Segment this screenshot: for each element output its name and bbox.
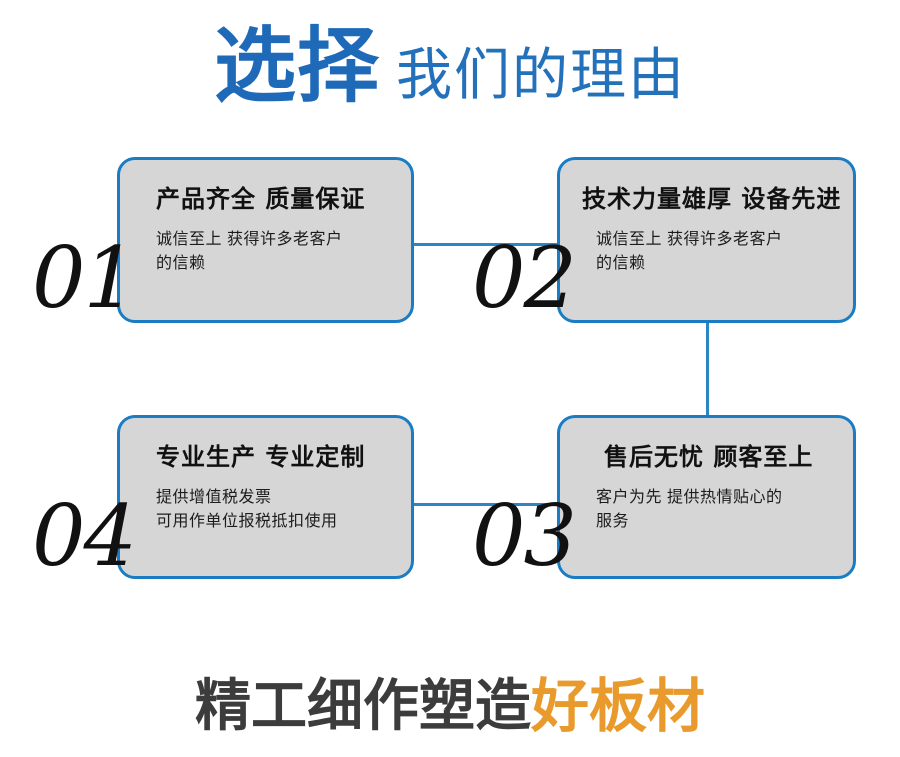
feature-card-03-body: 客户为先 提供热情贴心的 服务 [596,486,837,534]
feature-card-02[interactable]: 技术力量雄厚 设备先进 诚信至上 获得许多老客户 的信赖 [557,157,856,323]
feature-card-01[interactable]: 产品齐全 质量保证 诚信至上 获得许多老客户 的信赖 [117,157,414,323]
feature-card-04-body-line-1: 提供增值税发票 [156,488,272,506]
page-header: 选择 我们的理由 [0,26,900,122]
feature-card-02-body-line-1: 诚信至上 获得许多老客户 [596,230,783,248]
feature-card-01-body-line-1: 诚信至上 获得许多老客户 [156,230,343,248]
feature-card-01-body-line-2: 的信赖 [156,254,206,272]
feature-card-03-ordinal: 03 [472,487,577,585]
feature-card-01-body: 诚信至上 获得许多老客户 的信赖 [156,228,395,276]
feature-card-04-ordinal: 04 [32,487,137,585]
feature-card-02-ordinal: 02 [472,229,577,327]
footer-tagline: 精工细作塑造 好板材 [0,666,900,746]
feature-card-04-body: 提供增值税发票 可用作单位报税抵扣使用 [156,486,395,534]
feature-card-01-title: 产品齐全 质量保证 [156,185,366,213]
feature-card-04-title: 专业生产 专业定制 [156,443,366,471]
feature-card-03-body-line-2: 服务 [596,512,630,530]
feature-card-03[interactable]: 售后无忧 顾客至上 客户为先 提供热情贴心的 服务 [557,415,856,579]
connector-line-01-to-02 [410,243,560,246]
footer-tagline-accent: 好板材 [530,672,705,740]
feature-card-04[interactable]: 专业生产 专业定制 提供增值税发票 可用作单位报税抵扣使用 [117,415,414,579]
header-title-strong: 选择 [213,19,380,114]
connector-line-02-to-03 [706,320,709,417]
header-title-light: 我们的理由 [396,43,686,106]
feature-card-02-body-line-2: 的信赖 [596,254,646,272]
connector-line-04-to-03 [410,503,560,506]
feature-card-03-body-line-1: 客户为先 提供热情贴心的 [596,488,783,506]
feature-card-02-title: 技术力量雄厚 设备先进 [582,185,842,213]
footer-tagline-dark: 精工细作塑造 [194,674,531,737]
feature-card-01-ordinal: 01 [32,229,137,327]
feature-card-03-title: 售后无忧 顾客至上 [604,443,814,471]
feature-card-04-body-line-2: 可用作单位报税抵扣使用 [156,512,338,530]
feature-card-02-body: 诚信至上 获得许多老客户 的信赖 [596,228,837,276]
